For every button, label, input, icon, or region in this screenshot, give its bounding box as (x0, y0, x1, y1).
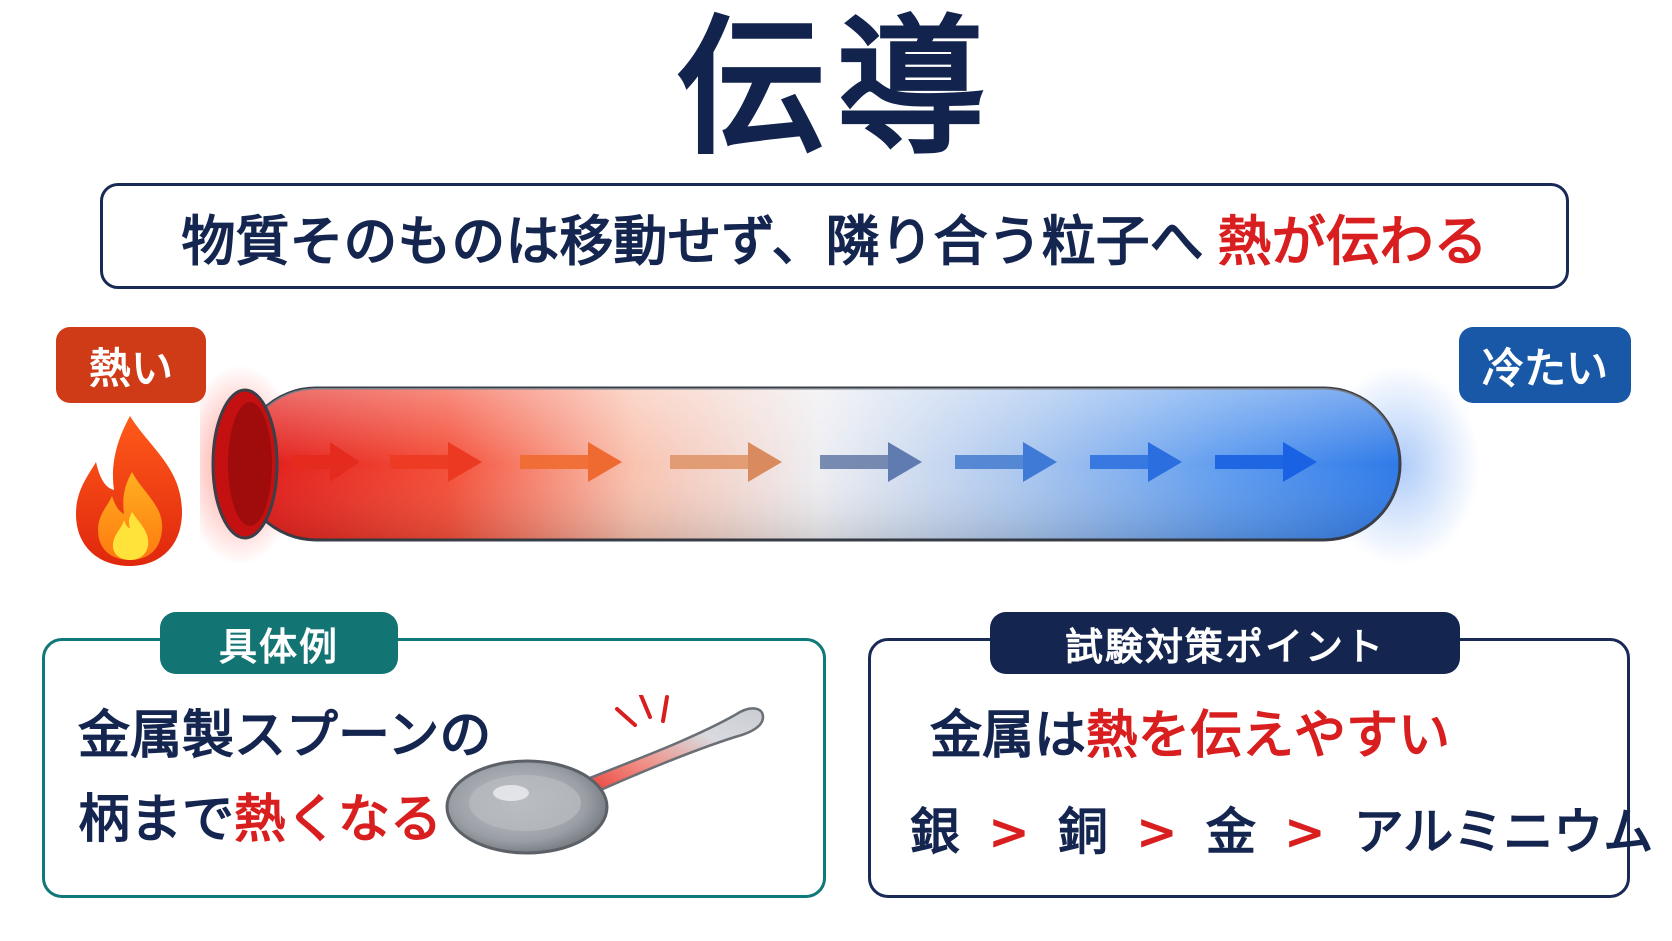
arrow-right-icon (1090, 442, 1182, 482)
exam-point-highlight: 熱を伝えやすい (1086, 706, 1451, 766)
exam-point-prefix: 金属は (930, 706, 1087, 766)
cold-label-badge: 冷たい (1459, 327, 1631, 403)
definition-highlight: 熱が伝わる (1217, 209, 1488, 273)
page-title: 伝導 (675, 2, 996, 176)
example-line-2-highlight: 熱く (234, 790, 339, 850)
example-tab-label: 具体例 (218, 624, 339, 669)
arrow-right-icon (520, 442, 622, 482)
fire-icon (76, 416, 182, 566)
example-line-2-prefix: 柄まで (78, 790, 235, 850)
ranking-item: 銅 (1057, 803, 1108, 861)
ranking-item: 金 (1205, 803, 1256, 861)
ranking-separator: > (1283, 803, 1326, 861)
heat-flow-arrows (292, 442, 1317, 482)
ranking-separator: > (988, 803, 1030, 861)
definition-text: 物質そのものは移動せず、隣り合う粒子へ (181, 209, 1204, 273)
hot-spark-lines (615, 695, 669, 727)
exam-point-line-1: 金属は熱を伝えやすい (930, 704, 1450, 768)
exam-point-tab: 試験対策ポイント (990, 612, 1460, 674)
arrow-right-icon (955, 442, 1057, 482)
example-line-2-suffix: なる (338, 790, 443, 850)
spoon-icon (445, 695, 765, 855)
definition-box: 物質そのものは移動せず、隣り合う粒子へ 熱が伝わる (100, 183, 1569, 289)
example-line-2: 柄まで熱くなる (78, 788, 442, 852)
exam-point-panel (868, 638, 1630, 898)
ranking-item: アルミニウム (1353, 803, 1654, 861)
heat-conduction-rod (200, 365, 1480, 565)
arrow-right-icon (820, 442, 922, 482)
example-panel (42, 638, 826, 898)
cold-label: 冷たい (1481, 343, 1608, 393)
hot-label-badge: 熱い (56, 327, 206, 403)
ranking-item: 銀 (910, 803, 960, 861)
arrow-right-icon (292, 442, 360, 482)
conductivity-ranking: 銀 > 銅 > 金 > アルミニウム (910, 800, 1653, 864)
arrow-right-icon (670, 442, 782, 482)
exam-point-tab-label: 試験対策ポイント (1064, 624, 1385, 669)
example-line-1: 金属製スプーンの (78, 706, 492, 766)
example-tab: 具体例 (160, 612, 398, 674)
hot-label: 熱い (88, 343, 173, 393)
ranking-separator: > (1135, 803, 1178, 861)
arrow-right-icon (390, 442, 482, 482)
arrow-right-icon (1215, 442, 1317, 482)
